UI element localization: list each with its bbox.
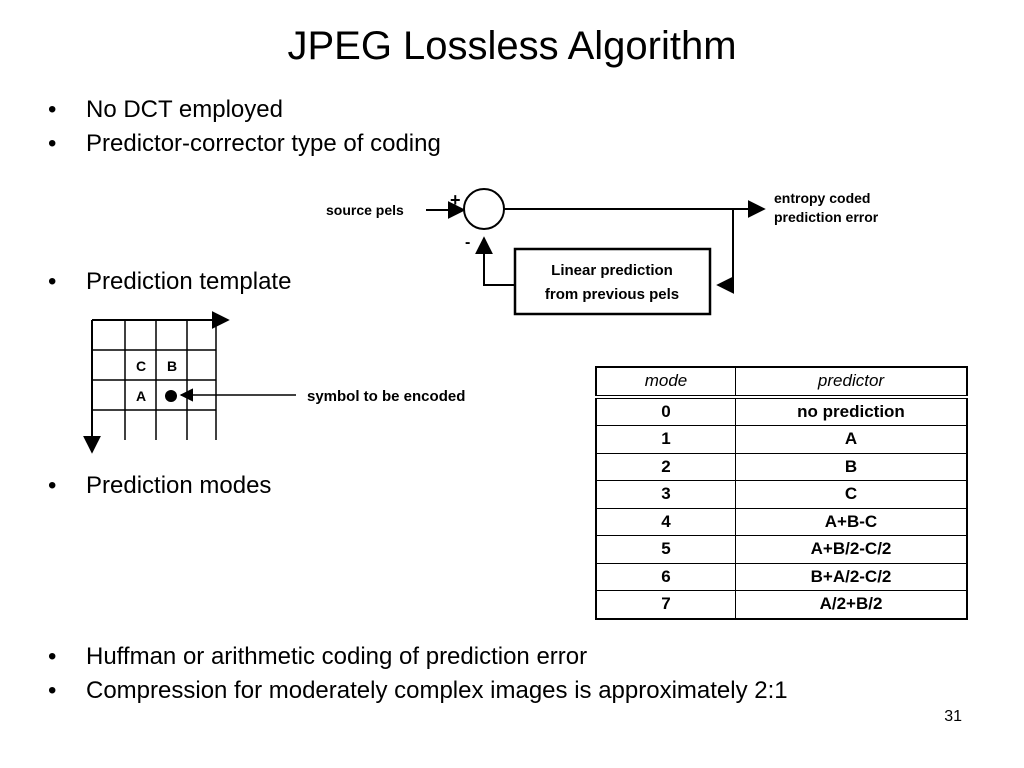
cell-a: A xyxy=(136,388,146,404)
bullet-dot: • xyxy=(48,472,57,499)
plus-sign: + xyxy=(450,190,461,210)
page-number: 31 xyxy=(944,708,962,725)
linear-prediction-box xyxy=(513,247,712,316)
predictor-cell: B+A/2-C/2 xyxy=(735,562,968,591)
bullet-dot: • xyxy=(48,677,57,704)
predictor-cell: B xyxy=(735,452,968,481)
mode-cell: 4 xyxy=(595,507,736,536)
template-labels: C B A symbol to be encoded xyxy=(136,358,465,405)
cell-b: B xyxy=(167,358,177,374)
output-label-line2: prediction error xyxy=(774,209,879,225)
target-label: symbol to be encoded xyxy=(307,388,465,405)
bullet-prediction-template: • Prediction template xyxy=(48,267,291,297)
output-label-line1: entropy coded xyxy=(774,190,870,206)
bullet-huffman: • Huffman or arithmetic coding of predict… xyxy=(48,642,587,672)
predictor-cell: C xyxy=(735,480,968,509)
bullet-text: Prediction modes xyxy=(86,472,272,499)
template-grid xyxy=(83,311,230,454)
bullet-text: Huffman or arithmetic coding of predicti… xyxy=(86,643,588,670)
mode-cell: 7 xyxy=(595,590,736,619)
mode-cell: 5 xyxy=(595,535,736,564)
predictor-cell: no prediction xyxy=(735,396,968,426)
bullet-dot: • xyxy=(48,643,57,670)
table-header-row: mode predictor xyxy=(595,366,968,399)
summing-junction xyxy=(463,188,505,230)
target-pixel-dot xyxy=(165,390,177,402)
bullet-dot: • xyxy=(48,130,57,157)
bullet-no-dct: • No DCT employed xyxy=(48,95,283,125)
bullet-prediction-modes: • Prediction modes xyxy=(48,471,271,501)
bullet-text: No DCT employed xyxy=(86,96,283,123)
mode-cell: 0 xyxy=(595,396,736,426)
mode-cell: 1 xyxy=(595,425,736,454)
header-mode: mode xyxy=(595,366,736,399)
source-pels-label: source pels xyxy=(326,202,404,218)
bullet-compression: • Compression for moderately complex imag… xyxy=(48,676,788,706)
feedback-arrow-out xyxy=(475,236,515,286)
minus-sign: - xyxy=(465,234,470,251)
slide-title: JPEG Lossless Algorithm xyxy=(287,24,737,68)
bullet-dot: • xyxy=(48,268,57,295)
mode-cell: 2 xyxy=(595,452,736,481)
block-diagram: source pels + entropy coded prediction e… xyxy=(326,188,879,316)
feedback-arrow-in xyxy=(716,209,735,294)
bullet-text: Prediction template xyxy=(86,268,292,295)
predictor-cell: A+B-C xyxy=(735,507,968,536)
bullet-text: Predictor-corrector type of coding xyxy=(86,130,441,157)
predictor-cell: A/2+B/2 xyxy=(735,590,968,619)
mode-cell: 3 xyxy=(595,480,736,509)
bullet-text: Compression for moderately complex image… xyxy=(86,677,788,704)
predictor-cell: A xyxy=(735,425,968,454)
predictor-cell: A+B/2-C/2 xyxy=(735,535,968,564)
header-predictor: predictor xyxy=(735,366,968,399)
predictor-line2: from previous pels xyxy=(545,286,679,303)
cell-c: C xyxy=(136,358,146,374)
bullet-dot: • xyxy=(48,96,57,123)
mode-cell: 6 xyxy=(595,562,736,591)
bullet-predictor-corrector: • Predictor-corrector type of coding xyxy=(48,129,441,159)
predictor-line1: Linear prediction xyxy=(551,262,673,279)
